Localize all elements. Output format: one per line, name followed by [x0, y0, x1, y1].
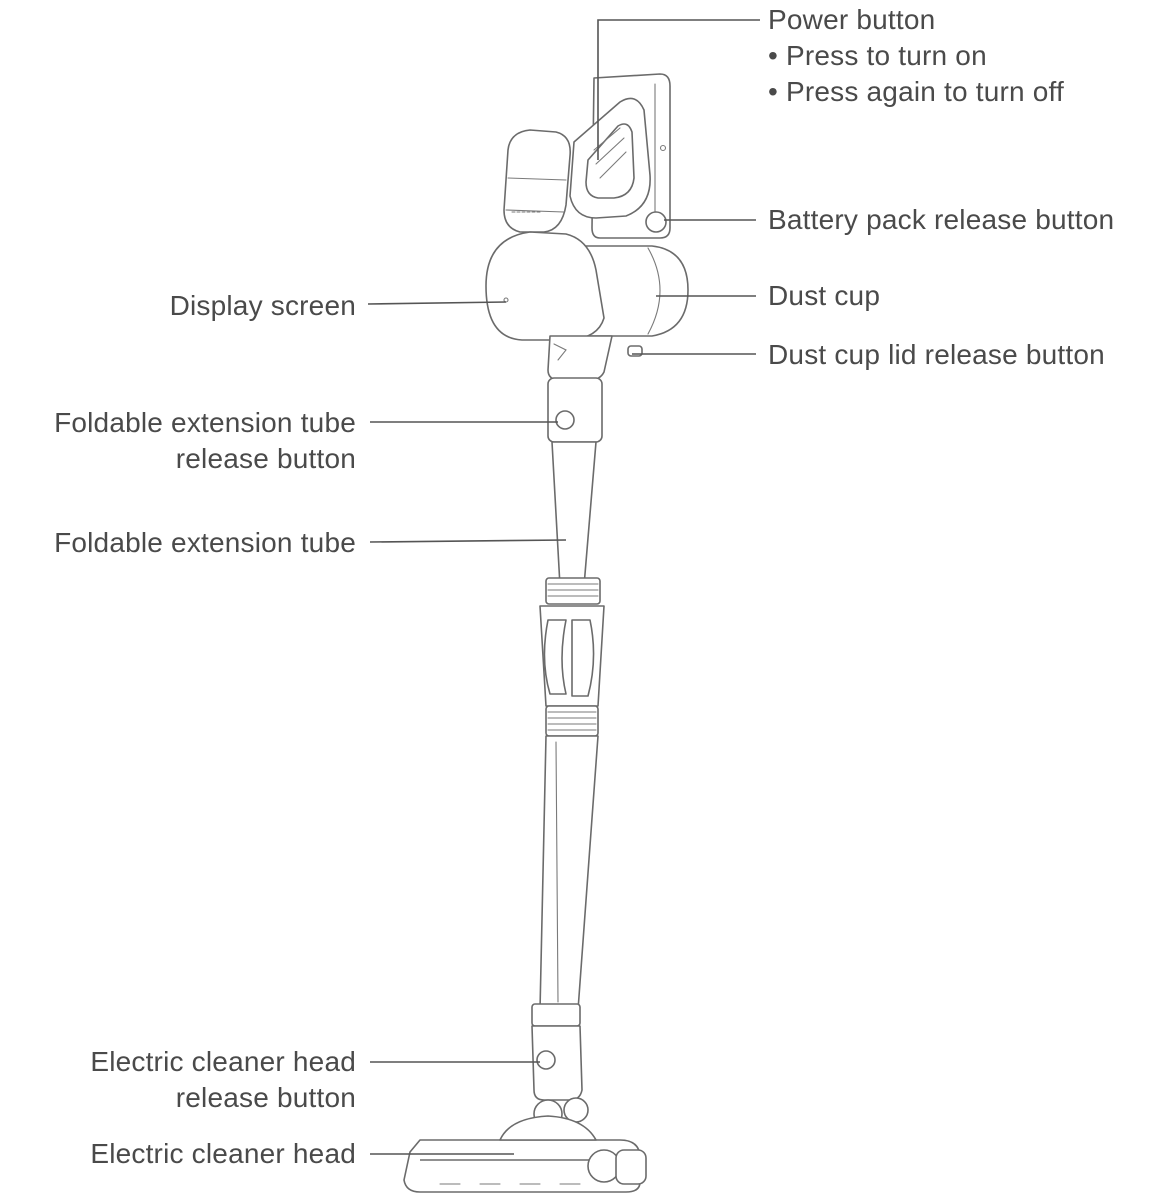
label-electric-cleaner-head-release-button: Electric cleaner head release button — [90, 1044, 356, 1116]
label-power-button-title: Power button — [768, 4, 936, 35]
label-display-screen: Display screen — [169, 290, 356, 321]
label-electric-cleaner-head: Electric cleaner head — [90, 1138, 356, 1169]
label-dust-cup-lid-release-button: Dust cup lid release button — [768, 339, 1105, 370]
handle — [569, 97, 651, 219]
head-connector — [531, 1003, 589, 1129]
label-head-release-line-1: Electric cleaner head — [90, 1046, 356, 1077]
label-power-button-bullet-1: • Press to turn on — [768, 40, 987, 71]
label-battery-pack-release-button: Battery pack release button — [768, 204, 1115, 235]
label-foldable-extension-tube-release-button: Foldable extension tube release button — [54, 405, 356, 477]
motor-cap — [503, 129, 572, 233]
leader-lines — [367, 19, 760, 1155]
folding-joint — [539, 577, 605, 737]
leader-display-screen — [367, 301, 507, 305]
label-head-release-line-2: release button — [175, 1082, 356, 1113]
label-foldable-extension-tube: Foldable extension tube — [54, 527, 356, 558]
leader-extension-tube — [369, 539, 567, 543]
leader-power-button — [597, 19, 760, 160]
cleaner-head-drawing — [403, 1115, 647, 1193]
main-body — [485, 211, 689, 381]
label-power-button-bullet-2: • Press again to turn off — [768, 76, 1065, 107]
label-power-button: Power button • Press to turn on • Press … — [768, 2, 1064, 110]
label-dust-cup: Dust cup — [768, 280, 881, 311]
label-tube-release-line-1: Foldable extension tube — [54, 407, 356, 438]
upper-tube — [547, 377, 603, 587]
label-tube-release-line-2: release button — [175, 443, 356, 474]
lower-tube — [539, 735, 599, 1011]
